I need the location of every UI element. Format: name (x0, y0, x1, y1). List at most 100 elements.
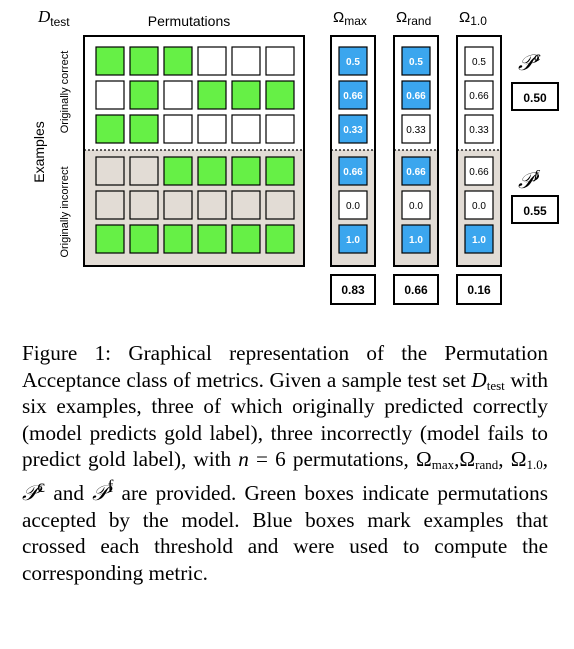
omega-value-box (338, 156, 368, 186)
omega-value: 0.5 (472, 57, 486, 68)
permutation-cell (95, 190, 125, 220)
omega-value-box (338, 80, 368, 110)
omega-value: 0.0 (346, 201, 360, 212)
permutation-cell (163, 156, 193, 186)
permutation-cell (197, 80, 227, 110)
permutation-cell (197, 46, 227, 76)
permutation-cell (231, 224, 261, 254)
omega-header: Ωrand (396, 9, 431, 28)
omega-value-box (464, 224, 494, 254)
permutation-cell (129, 190, 159, 220)
p-c-box (511, 82, 559, 111)
omega-total-box (393, 274, 439, 305)
omega-value-box (464, 114, 494, 144)
omega-value: 1.0 (409, 235, 423, 246)
permutations-label: Permutations (148, 13, 230, 29)
permutation-cell (265, 80, 295, 110)
permutation-cell (231, 80, 261, 110)
omega-value-box (338, 190, 368, 220)
permutation-cell (231, 114, 261, 144)
permutation-cell (129, 114, 159, 144)
permutation-cells (95, 46, 295, 254)
omega-total-box (456, 274, 502, 305)
permutation-cell (163, 190, 193, 220)
omega-value-box (401, 224, 431, 254)
permutation-cell (163, 46, 193, 76)
permutation-cell (129, 224, 159, 254)
permutation-cell (231, 190, 261, 220)
omega-value: 0.66 (469, 91, 489, 102)
permutation-cell (129, 156, 159, 186)
omega-value-box (401, 80, 431, 110)
omega-value-box (464, 46, 494, 76)
figure-caption: Figure 1: Graphical representation of th… (22, 341, 549, 585)
p-f-value: 0.55 (523, 204, 547, 218)
omega-value: 0.33 (406, 125, 426, 136)
omega-header: Ωmax (333, 9, 367, 28)
permutation-cell (163, 80, 193, 110)
originally-incorrect-label: Originally incorrect (59, 166, 71, 257)
omega-columns: 0.5 0.66 0.33 0.66 0.0 1.0 0.83 0.5 0.66 0.33 0.66… (330, 35, 502, 305)
omega-column-frame (456, 35, 502, 267)
omega-value-box (338, 114, 368, 144)
permutation-cell (95, 80, 125, 110)
examples-label: Examples (31, 121, 47, 182)
originally-correct-label: Originally correct (59, 51, 71, 134)
permutation-cell (265, 224, 295, 254)
omega-value-box (401, 114, 431, 144)
permutation-acceptance-figure: Dtest Permutations Ωmax Ωrand Ω1.0 Example… (31, 7, 559, 305)
permutation-cell (95, 114, 125, 144)
dtest-label: Dtest (37, 7, 70, 29)
omega-value-box (338, 46, 368, 76)
p-c-value: 0.50 (523, 91, 547, 105)
permutation-cell (197, 156, 227, 186)
omega-value: 0.33 (469, 125, 489, 136)
omega-value: 0.66 (343, 167, 363, 178)
omega-value-box (401, 156, 431, 186)
omega-value: 0.66 (343, 91, 363, 102)
permutation-cell (265, 46, 295, 76)
omega-total-value: 0.83 (341, 283, 365, 297)
permutation-cell (231, 156, 261, 186)
omega-value-box (464, 190, 494, 220)
permutation-cell (95, 224, 125, 254)
omega-value: 0.0 (472, 201, 486, 212)
permutation-cell (231, 46, 261, 76)
permutation-cell (197, 190, 227, 220)
omega-column-frame (330, 35, 376, 267)
omega-value-box (464, 156, 494, 186)
permutation-cell (197, 114, 227, 144)
omega-value-box (464, 80, 494, 110)
permutation-cell (265, 114, 295, 144)
p-f-box (511, 195, 559, 224)
omega-value: 0.33 (343, 125, 363, 136)
omega-value: 0.66 (406, 91, 426, 102)
omega-value: 0.66 (469, 167, 489, 178)
omega-total-value: 0.66 (404, 283, 428, 297)
omega-value-box (401, 190, 431, 220)
omega-value: 0.5 (409, 57, 423, 68)
permutation-cell (163, 224, 193, 254)
permutation-cell (197, 224, 227, 254)
permutation-cell (95, 156, 125, 186)
omega-column-frame (393, 35, 439, 267)
omega-value-box (401, 46, 431, 76)
permutation-cell (129, 80, 159, 110)
permutation-cell (265, 156, 295, 186)
permutation-matrix-frame (83, 35, 305, 267)
p-c-symbol: 𝒫c (518, 50, 541, 76)
omega-total-value: 0.16 (467, 283, 491, 297)
permutation-cell (163, 114, 193, 144)
omega-value: 0.5 (346, 57, 360, 68)
omega-value: 1.0 (346, 235, 360, 246)
permutation-cell (95, 46, 125, 76)
omega-value: 1.0 (472, 235, 486, 246)
omega-value: 0.66 (406, 167, 426, 178)
omega-header: Ω1.0 (459, 9, 487, 28)
omega-value-box (338, 224, 368, 254)
permutation-cell (265, 190, 295, 220)
omega-headers: Ωmax Ωrand Ω1.0 (333, 9, 487, 28)
p-f-symbol: 𝒫f (518, 168, 541, 194)
omega-total-box (330, 274, 376, 305)
omega-value: 0.0 (409, 201, 423, 212)
